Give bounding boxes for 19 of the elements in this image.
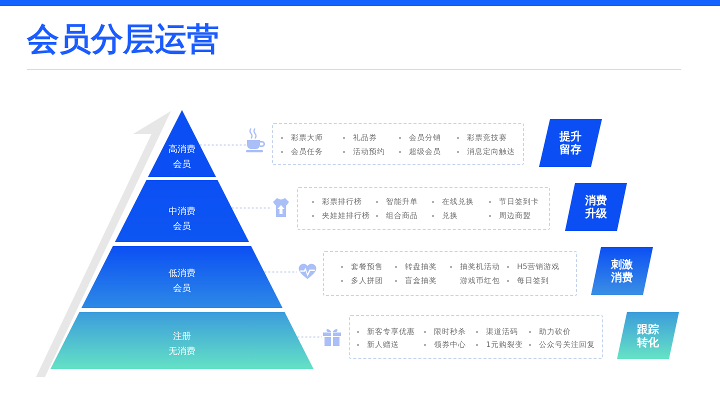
slanted-tag: 刺激消费 [591, 247, 653, 295]
pyramid-tier: 注册无消费 [50, 312, 314, 369]
dashed-connector [296, 336, 322, 338]
title: 会员分层运营 [27, 20, 219, 58]
gift-icon [322, 327, 342, 347]
dashed-frame [297, 187, 550, 230]
slanted-tag: 提升留存 [539, 119, 602, 167]
dashed-frame [349, 315, 603, 359]
shirt-icon [272, 197, 290, 218]
pyramid-tier: 高消费会员 [148, 110, 216, 177]
heart-icon [297, 262, 318, 280]
slanted-tag: 跟踪转化 [617, 312, 679, 359]
dashed-connector [199, 144, 246, 146]
pyramid-tier: 中消费会员 [114, 180, 250, 242]
dashed-frame [323, 251, 577, 296]
cup-icon [246, 127, 266, 153]
dashed-frame [272, 123, 524, 165]
slanted-tag: 消费升级 [565, 183, 627, 231]
pyramid-tier: 低消费会员 [81, 246, 283, 308]
